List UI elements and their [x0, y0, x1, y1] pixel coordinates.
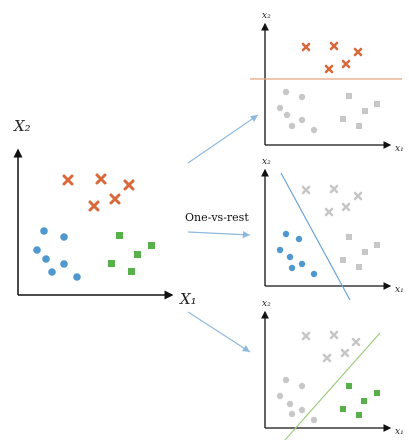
- blue-circle-point: [286, 253, 294, 261]
- green-square-point: [108, 260, 115, 267]
- green-square-point: [374, 390, 380, 396]
- green-square-point: [128, 268, 135, 275]
- blue-circle-point: [73, 273, 81, 281]
- panel-blue-vs-rest: x₂ x₁: [261, 157, 404, 301]
- panel2-rest-squares: [340, 234, 380, 270]
- panel3-y-label: x₂: [262, 299, 271, 309]
- panel3-green-class: [340, 383, 380, 418]
- blue-circle-point: [282, 230, 290, 238]
- blue-circle-point: [288, 264, 296, 272]
- blue-circle-point: [60, 233, 68, 241]
- blue-circle-point: [33, 246, 41, 254]
- green-square-point: [134, 251, 141, 258]
- arrow-to-orange-panel: [187, 114, 259, 164]
- panel2-decision-boundary: [280, 172, 351, 301]
- panel2-y-label: x₂: [262, 157, 271, 167]
- main-x-label: X₁: [179, 290, 197, 308]
- green-square-point: [148, 242, 155, 249]
- green-square-point: [340, 406, 346, 412]
- panel1-y-label: x₂: [262, 11, 271, 21]
- panel1-orange-class: [301, 41, 363, 74]
- blue-circle-point: [48, 268, 56, 276]
- panel3-rest-circles: [276, 376, 318, 424]
- panel3-decision-boundary: [284, 332, 381, 441]
- orange-cross-point: [329, 41, 339, 51]
- arrow-to-blue-panel: [187, 231, 251, 239]
- orange-cross-point: [62, 174, 74, 186]
- panel2-x-label: x₁: [395, 285, 404, 295]
- panel-green-vs-rest: x₂ x₁: [261, 299, 404, 441]
- blue-circle-point: [310, 270, 318, 278]
- blue-circle-point: [40, 227, 48, 235]
- panel-orange-vs-rest: x₂ x₁: [250, 11, 404, 154]
- main-y-label: X₂: [13, 117, 31, 135]
- main-blue-class: [33, 227, 81, 281]
- blue-circle-point: [295, 235, 303, 243]
- orange-cross-point: [88, 200, 100, 212]
- panel2-blue-class: [276, 230, 318, 278]
- green-square-point: [346, 383, 352, 389]
- main-orange-class: [62, 173, 135, 212]
- orange-cross-point: [109, 193, 121, 205]
- blue-circle-point: [42, 255, 50, 263]
- panel1-rest-class: [276, 88, 380, 134]
- main-plot: X₂ X₁: [13, 117, 197, 308]
- green-square-point: [116, 232, 123, 239]
- blue-circle-point: [276, 246, 284, 254]
- orange-cross-point: [341, 59, 351, 69]
- blue-circle-point: [60, 260, 68, 268]
- panel3-rest-crosses: [301, 330, 361, 363]
- orange-cross-point: [95, 173, 107, 185]
- green-square-point: [361, 398, 367, 404]
- orange-cross-point: [324, 64, 334, 74]
- orange-cross-point: [123, 179, 135, 191]
- blue-circle-point: [298, 260, 306, 268]
- panel2-rest-crosses: [301, 184, 363, 217]
- orange-cross-point: [353, 47, 363, 57]
- orange-cross-point: [301, 42, 311, 52]
- panel3-x-label: x₁: [395, 427, 404, 437]
- green-square-point: [356, 412, 362, 418]
- panel1-x-label: x₁: [395, 144, 404, 154]
- center-label: One-vs-rest: [185, 211, 249, 224]
- connector-arrows: [187, 114, 259, 353]
- arrow-to-green-panel: [187, 311, 251, 353]
- main-green-class: [108, 232, 155, 275]
